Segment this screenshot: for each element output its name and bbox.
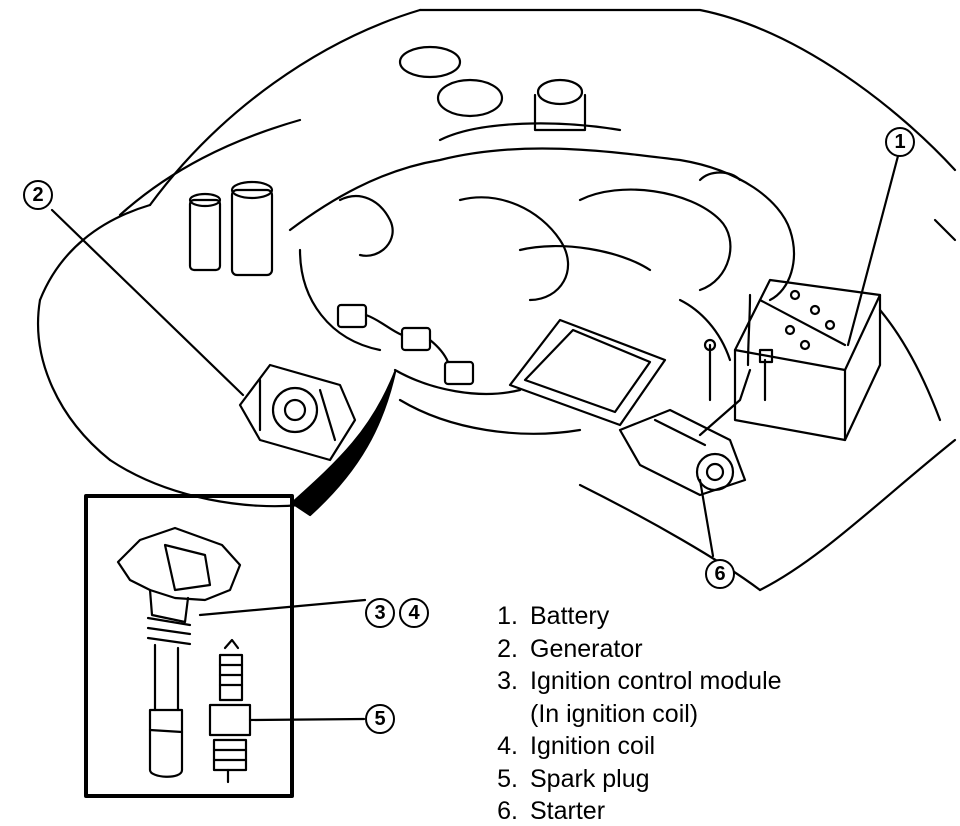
leader-lines (50, 154, 900, 722)
inset-box (84, 494, 294, 798)
callout-6: 6 (705, 559, 735, 589)
battery (733, 278, 882, 442)
air-box (508, 318, 667, 427)
spark-plug-drawing (208, 638, 252, 784)
legend-item-spark-plug: 5. Spark plug (497, 764, 650, 793)
engine-block (288, 122, 795, 435)
legend-item-starter: 6. Starter (497, 797, 606, 825)
legend-item-generator: 2. Generator (497, 634, 643, 663)
ignition-coil-drawing (116, 526, 242, 778)
callout-5: 5 (365, 704, 395, 734)
callout-1: 1 (885, 127, 915, 157)
coil-connectors (336, 303, 475, 386)
callout-4: 4 (399, 598, 429, 628)
starter-unit (618, 338, 752, 497)
legend-item-ignition-control-module: 3. Ignition control module (497, 667, 782, 695)
legend-item-battery: 1. Battery (497, 602, 610, 630)
parts-legend: 1. Battery 2. Generator 3. Ignition cont… (478, 600, 948, 826)
reservoirs (188, 45, 587, 277)
legend-item-ignition-coil: 4. Ignition coil (497, 732, 656, 760)
legend-item-ignition-control-module-note: (In ignition coil) (530, 699, 699, 728)
car-body-outline (37, 8, 957, 592)
callout-3: 3 (365, 598, 395, 628)
callout-2: 2 (23, 180, 53, 210)
generator-unit (238, 363, 357, 462)
inset-pointer (290, 370, 397, 517)
